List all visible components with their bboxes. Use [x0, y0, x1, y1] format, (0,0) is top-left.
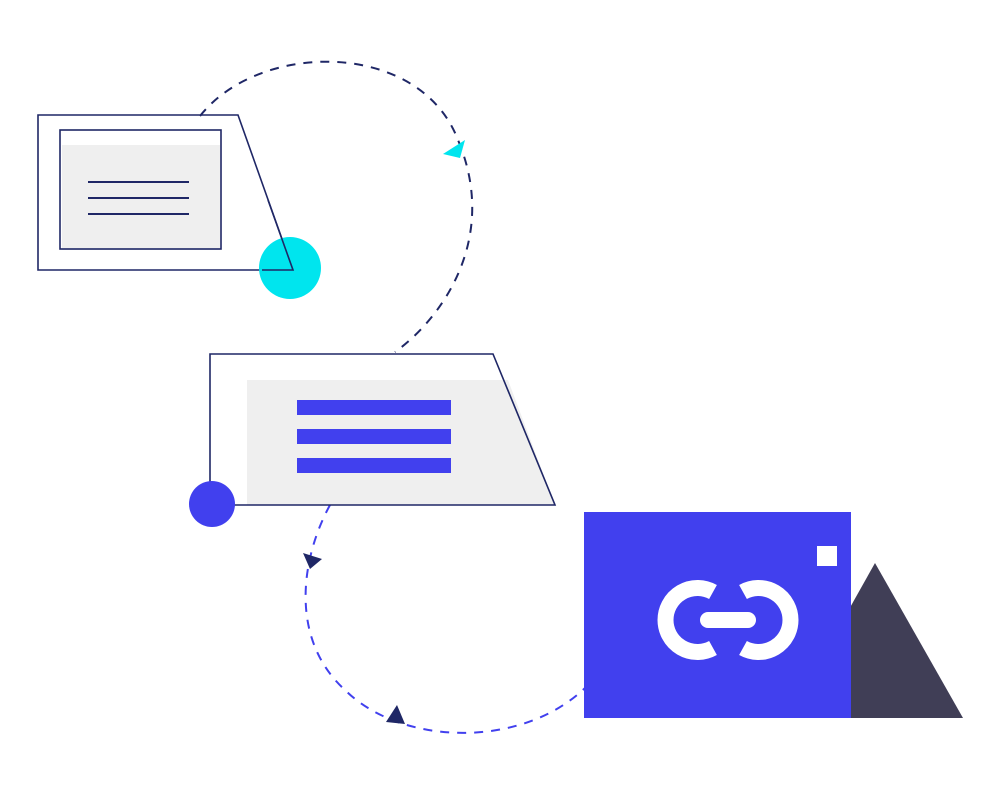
block-corner-square: [817, 546, 837, 566]
large-card-outline: [209, 353, 557, 506]
large-card-text-line: [297, 400, 451, 415]
card-outline-overlap: [262, 199, 295, 271]
dashed-connector-top: [199, 60, 474, 353]
document-card-icon: [37, 114, 295, 271]
arrow-head-icon: [303, 553, 322, 569]
arrow-head-icon: [386, 705, 405, 724]
large-card-text-line: [297, 458, 451, 473]
document-card-large-icon: [209, 353, 557, 506]
link-chain-bar: [700, 612, 756, 628]
link-chain-icon: [657, 580, 799, 660]
link-chain-right: [739, 580, 799, 660]
large-card-text-line: [297, 429, 451, 444]
cyan-dot: [259, 237, 321, 299]
arrow-head-icon: [443, 140, 465, 158]
dashed-connector-bottom: [304, 504, 586, 734]
link-chain-left: [657, 580, 717, 660]
blue-dot: [189, 481, 235, 527]
card-inner-frame: [59, 129, 222, 250]
